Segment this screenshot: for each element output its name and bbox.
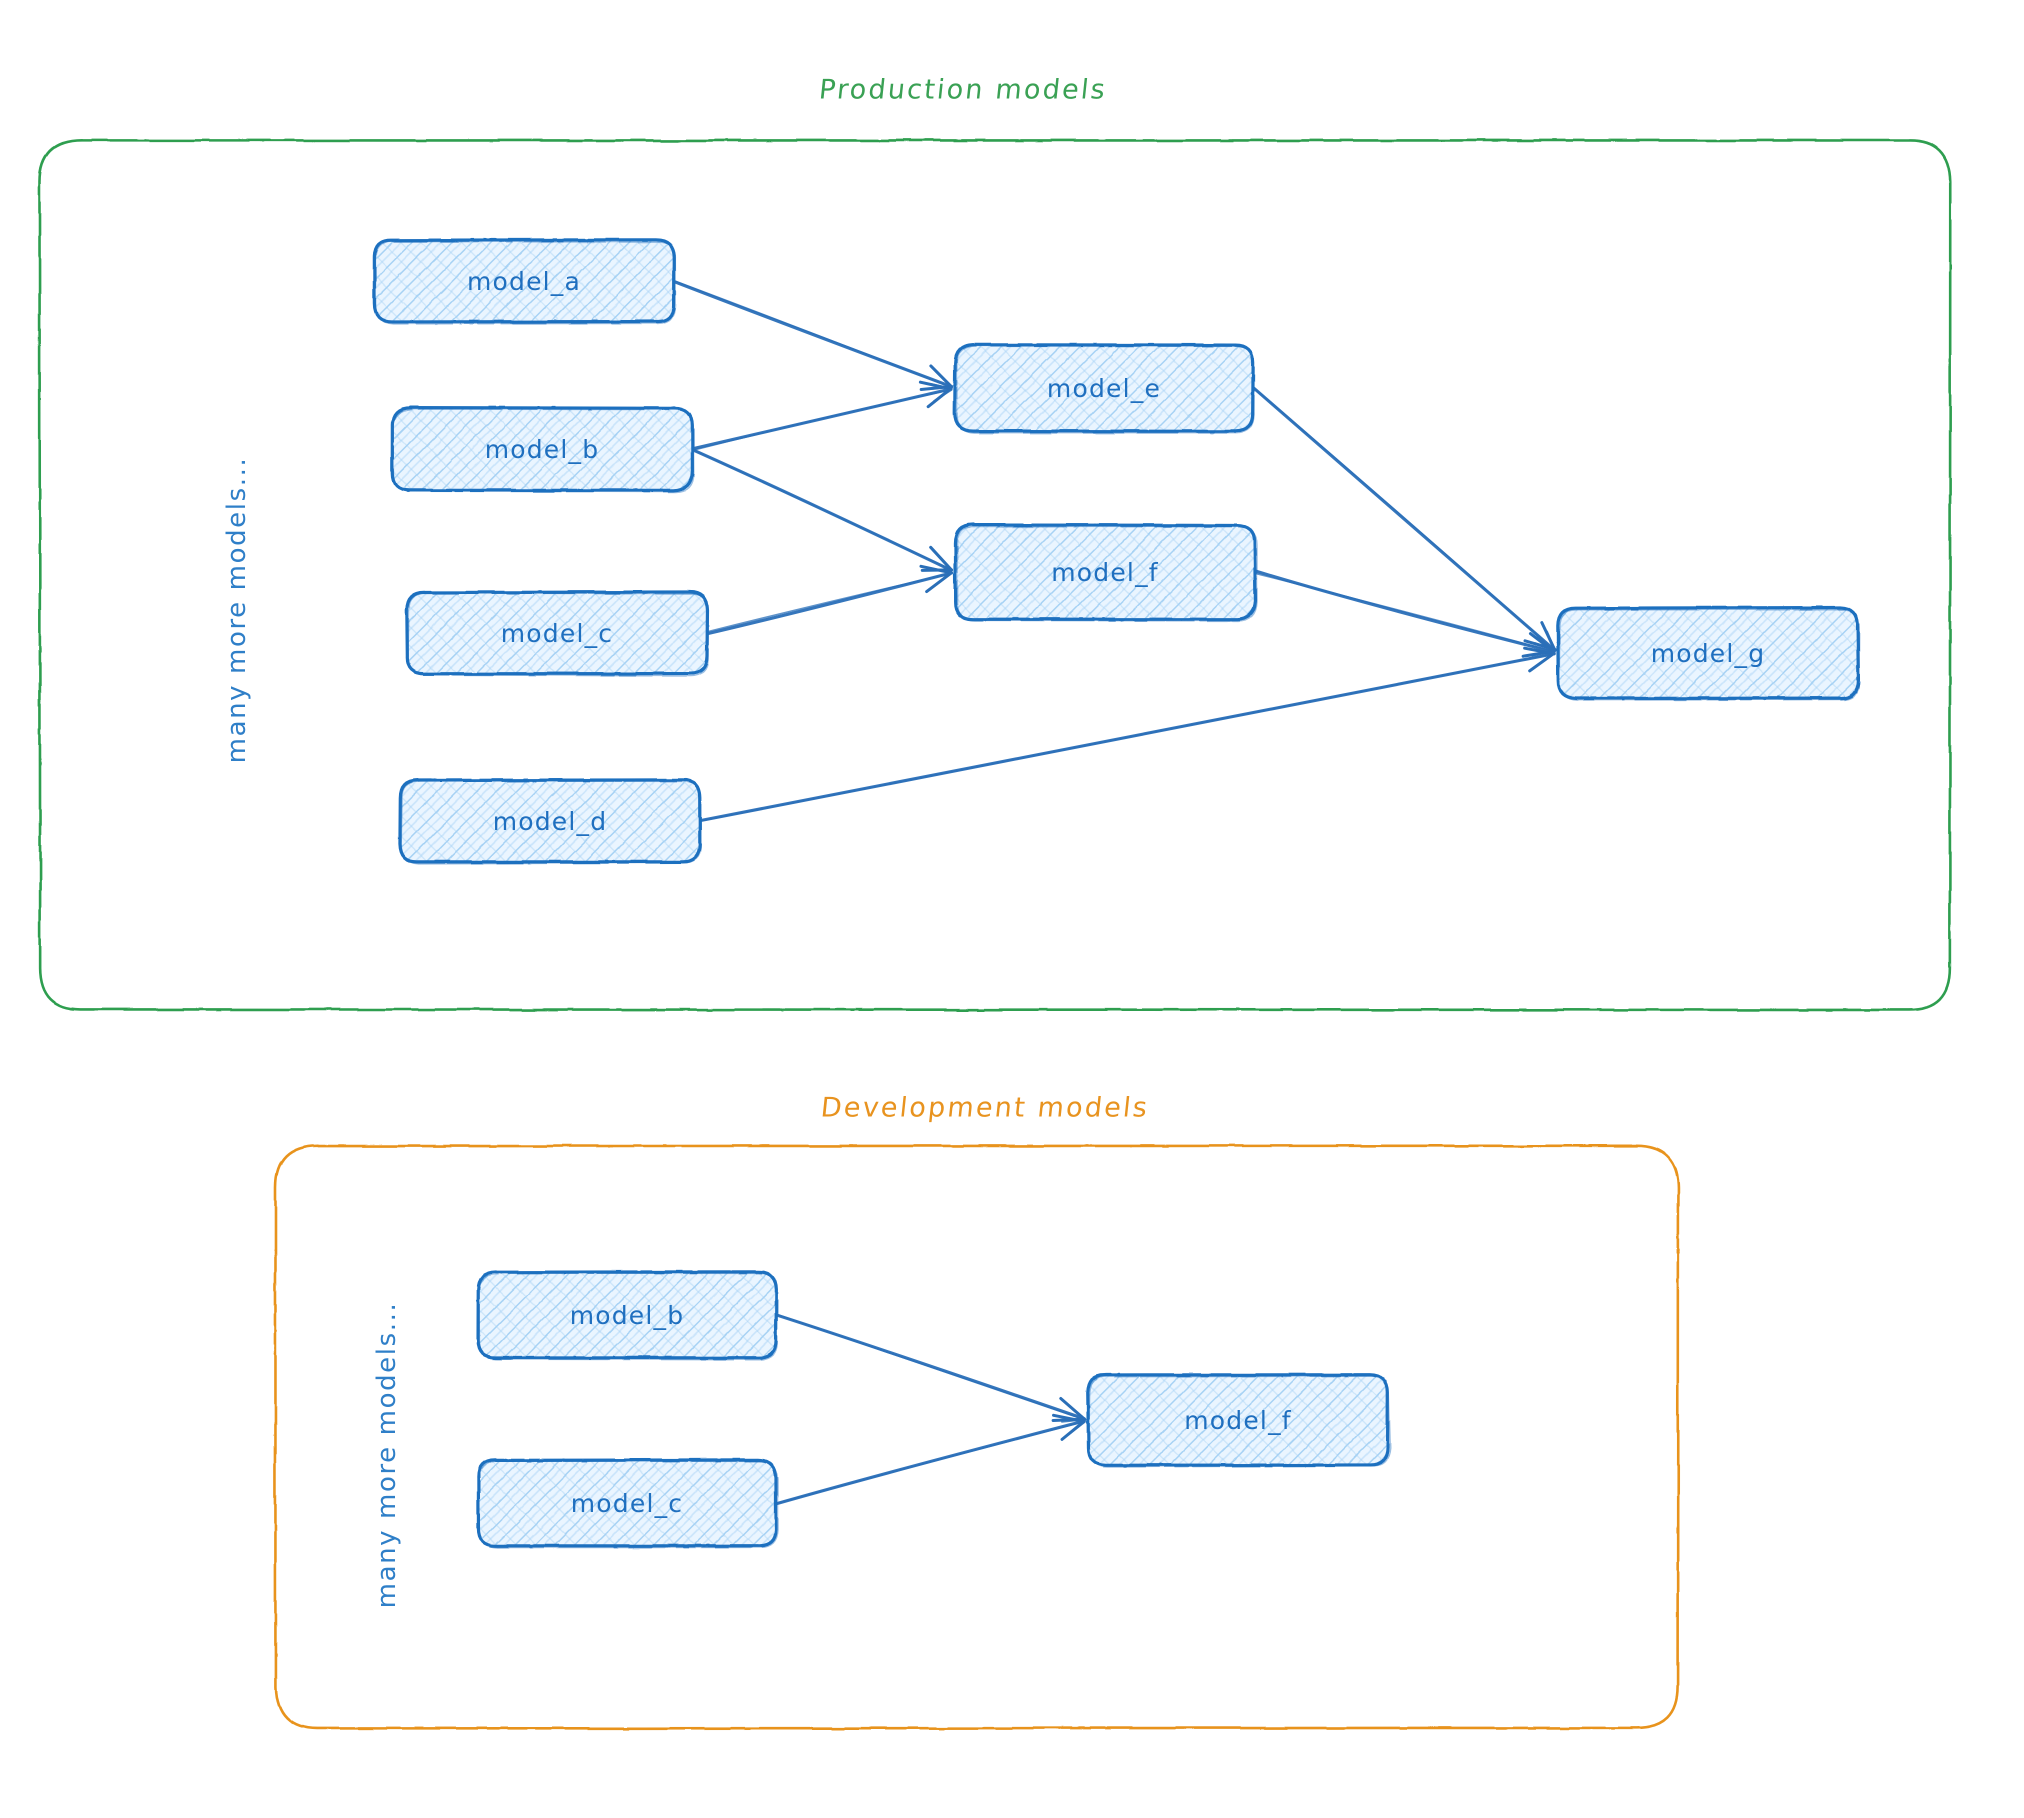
- node-label-model_f: model_f: [1051, 558, 1159, 587]
- node-border-echo: [956, 525, 1258, 622]
- node-label-model_d: model_d: [493, 807, 608, 836]
- node-fill-cross: [478, 1459, 777, 1546]
- node-shape: [1556, 605, 1861, 701]
- arrowhead-stroke-echo: [1067, 1420, 1086, 1436]
- edge-shaft-echo: [671, 279, 953, 389]
- edge-model_d-to-model_g: [697, 646, 1556, 823]
- node-border-echo: [407, 592, 710, 677]
- edge-dev_model_b-to-dev_model_f: [774, 1312, 1087, 1423]
- group-container-development: [274, 1144, 1680, 1730]
- node-label-dev_model_c: model_c: [571, 1489, 684, 1518]
- node-model_e[interactable]: model_e: [953, 343, 1255, 434]
- node-border-echo: [478, 1272, 778, 1361]
- group-border-production: [38, 139, 1952, 1012]
- group-container-production: [38, 139, 1952, 1012]
- node-shape: [372, 238, 677, 325]
- edge-model_f-to-model_g: [1253, 569, 1556, 658]
- node-border-echo: [1558, 609, 1860, 701]
- node-label-dev_model_b: model_b: [570, 1301, 685, 1330]
- arrowhead-stroke-echo: [1060, 1415, 1085, 1423]
- edge-model_a-to-model_e: [671, 279, 954, 391]
- node-border-echo: [392, 408, 695, 493]
- node-fill-cross: [954, 344, 1254, 432]
- node-shape: [390, 405, 695, 493]
- node-dev_model_b[interactable]: model_b: [476, 1270, 778, 1361]
- edge-model_e-to-model_g: [1251, 386, 1557, 652]
- node-dev_model_f[interactable]: model_f: [1086, 1373, 1392, 1468]
- node-border: [953, 522, 1258, 621]
- node-fill-cross: [1557, 607, 1859, 699]
- node-model_c[interactable]: model_c: [405, 590, 710, 677]
- node-fill-cross: [392, 407, 693, 491]
- group-border-development: [274, 1144, 1680, 1730]
- node-shape: [405, 590, 710, 677]
- arrowhead-stroke-echo: [1536, 651, 1556, 667]
- node-border: [476, 1458, 778, 1548]
- edge-shaft: [1253, 569, 1556, 654]
- arrowhead-stroke-echo: [929, 382, 952, 390]
- node-fill-cross: [954, 524, 1256, 620]
- node-model_f[interactable]: model_f: [953, 522, 1258, 622]
- node-shape: [1086, 1373, 1392, 1468]
- edge-shaft-echo: [774, 1420, 1085, 1505]
- node-label-model_c: model_c: [501, 619, 614, 648]
- node-label-dev_model_f: model_f: [1184, 1406, 1292, 1435]
- side-note-development: many more models...: [372, 1302, 402, 1609]
- arrowhead-stroke-echo: [1067, 1404, 1085, 1421]
- node-fill-cross: [478, 1271, 777, 1358]
- edge-shaft-echo: [699, 652, 1555, 822]
- node-shape: [476, 1458, 779, 1549]
- edge-shaft-echo: [691, 388, 952, 452]
- arrowhead-stroke-echo: [933, 571, 952, 588]
- node-shape: [953, 522, 1258, 622]
- node-model_g[interactable]: model_g: [1556, 605, 1861, 701]
- group-title-development: Development models: [819, 1092, 1151, 1124]
- arrowhead-stroke-echo: [934, 370, 952, 388]
- arrowhead-stroke-echo: [935, 553, 953, 571]
- edge-model_c-to-model_f: [706, 564, 954, 636]
- node-border-echo: [400, 780, 702, 865]
- side-note-production: many more models...: [222, 457, 252, 764]
- arrowhead-stroke-echo: [1546, 630, 1556, 651]
- node-fill-cross: [406, 592, 708, 674]
- node-shape: [476, 1270, 778, 1361]
- node-shape: [953, 343, 1255, 434]
- edge-dev_model_c-to-dev_model_f: [774, 1413, 1086, 1506]
- node-shape: [398, 778, 702, 865]
- node-fill-cross: [374, 239, 675, 322]
- node-label-model_e: model_e: [1047, 374, 1161, 403]
- node-label-model_g: model_g: [1651, 639, 1766, 668]
- edge-shaft-echo: [774, 1312, 1085, 1421]
- node-dev_model_c[interactable]: model_c: [476, 1458, 779, 1549]
- edge-model_b-to-model_f: [689, 447, 954, 572]
- arrowhead-stroke-echo: [933, 388, 953, 402]
- group-title-production: Production models: [817, 74, 1109, 106]
- edge-shaft-echo: [706, 572, 953, 633]
- node-label-model_b: model_b: [485, 435, 600, 464]
- arrowhead-stroke-echo: [1536, 636, 1555, 653]
- node-border-echo: [1088, 1375, 1392, 1468]
- node-border-echo: [956, 345, 1255, 434]
- node-model_d[interactable]: model_d: [398, 778, 702, 865]
- node-model_b[interactable]: model_b: [390, 405, 695, 493]
- node-label-model_a: model_a: [467, 267, 581, 296]
- edge-model_b-to-model_e: [690, 380, 953, 452]
- node-fill-cross: [1087, 1374, 1388, 1466]
- node-model_a[interactable]: model_a: [372, 238, 677, 325]
- edge-shaft-echo: [690, 448, 953, 571]
- node-fill-cross: [399, 779, 700, 862]
- arrowhead-stroke-echo: [1531, 648, 1555, 654]
- edge-shaft-echo: [1252, 387, 1556, 652]
- node-border-echo: [374, 240, 677, 325]
- arrowhead-stroke-echo: [928, 567, 952, 573]
- node-border-echo: [478, 1460, 779, 1549]
- edge-shaft-echo: [1253, 572, 1556, 653]
- node-border: [372, 238, 676, 324]
